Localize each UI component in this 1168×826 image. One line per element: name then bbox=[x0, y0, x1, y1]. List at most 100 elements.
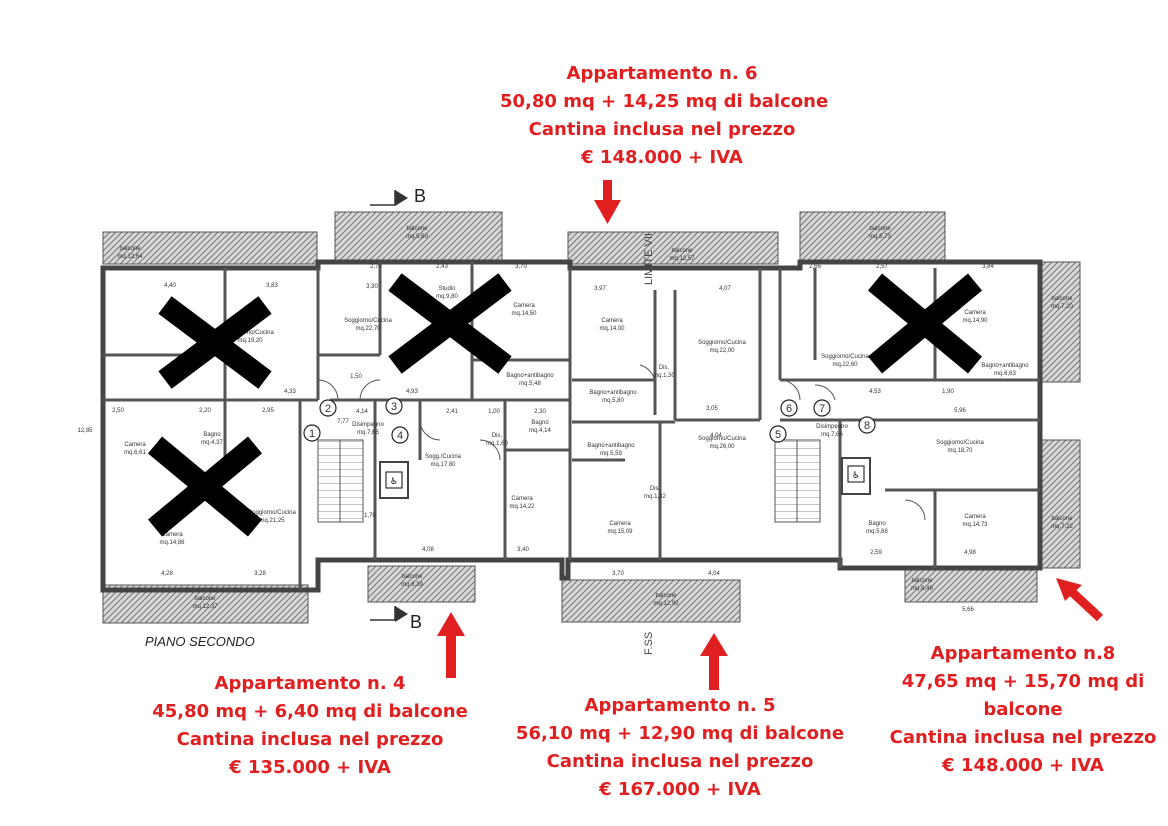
apartment-4-price: € 135.000 + IVA bbox=[229, 757, 391, 778]
apartment-5-title: Appartamento n. 5 bbox=[584, 695, 776, 716]
room-name: Bagno+antibagno bbox=[589, 390, 637, 396]
dimension-label: 2,20 bbox=[199, 408, 211, 414]
room-area: mq.6,63 bbox=[994, 371, 1016, 377]
dimension-label: 4,07 bbox=[719, 286, 731, 292]
room-area: mq.4,14 bbox=[529, 428, 551, 434]
section-marker-top: B bbox=[370, 186, 426, 206]
dimension-label: 1,00 bbox=[488, 409, 500, 415]
balcony-area: mq.7,20 bbox=[1051, 304, 1073, 310]
room-name: Sogg./Cucina bbox=[425, 454, 462, 460]
dimension-label: 2,59 bbox=[870, 550, 882, 556]
apartment-8-area-line2: balcone bbox=[983, 699, 1063, 720]
room-labels: Soggiorno/Cucinamq.19,20Studiomq.9,80Sog… bbox=[124, 286, 1029, 546]
dimension-label: 3,70 bbox=[515, 264, 527, 270]
dimension-label: 1,50 bbox=[350, 374, 362, 380]
apartment-6-callout: Appartamento n. 6 50,80 mq + 14,25 mq di… bbox=[500, 60, 829, 172]
balcony-area: mq.12,37 bbox=[192, 604, 218, 610]
room-name: Camera bbox=[513, 303, 535, 309]
balcony-area: mq.6,39 bbox=[401, 582, 423, 588]
dimension-label: 3,28 bbox=[254, 571, 266, 577]
room-area: mq.22,00 bbox=[709, 348, 735, 354]
dimension-label: 4,28 bbox=[161, 571, 173, 577]
unit-number: 8 bbox=[864, 420, 870, 432]
unit-number-marker: 7 bbox=[813, 399, 831, 417]
apartment-6-area: 50,80 mq + 14,25 mq di balcone bbox=[500, 91, 829, 112]
section-marker-bottom: B bbox=[370, 606, 422, 632]
dimension-label: 2,50 bbox=[112, 408, 124, 414]
room-area: mq.14,00 bbox=[599, 326, 625, 332]
balcony-area: mq.12,64 bbox=[117, 254, 143, 260]
balcony-right-bottom bbox=[1041, 439, 1081, 569]
dimension-label: 4,04 bbox=[708, 571, 720, 577]
room-name: Soggiorno/Cucina bbox=[344, 318, 392, 324]
apartment-5-area: 56,10 mq + 12,90 mq di balcone bbox=[515, 723, 845, 744]
room-name: Disimpegno bbox=[352, 422, 384, 428]
dimension-label: 1,90 bbox=[942, 389, 954, 395]
sold-cross-icon bbox=[867, 273, 983, 374]
room-area: mq.1,32 bbox=[644, 494, 666, 500]
limit-label-bottom: F.SS bbox=[643, 632, 655, 655]
dimension-label: 2,66 bbox=[809, 264, 821, 270]
room-area: mq.14,90 bbox=[962, 318, 988, 324]
unit-number: 4 bbox=[397, 430, 403, 442]
room-area: mq.5,59 bbox=[600, 451, 622, 457]
apartment-4-callout: Appartamento n. 4 45,80 mq + 6,40 mq di … bbox=[145, 670, 475, 782]
svg-text:♿: ♿ bbox=[390, 477, 398, 487]
dimension-label: 4,33 bbox=[284, 389, 296, 395]
section-mark-top: B bbox=[414, 186, 426, 206]
balcony-area: mq.12,57 bbox=[669, 256, 695, 262]
room-name: Bagno bbox=[531, 420, 549, 426]
unit-number: 2 bbox=[325, 403, 331, 415]
balcony-area: mq.9,60 bbox=[406, 234, 428, 240]
balcony-name: balcone bbox=[194, 596, 216, 602]
room-area: mq.5,80 bbox=[602, 398, 624, 404]
dimension-label: 3,83 bbox=[266, 283, 278, 289]
balcony-area: mq.8,73 bbox=[869, 234, 891, 240]
dimension-label: 4,04 bbox=[710, 433, 722, 439]
room-name: Camera bbox=[964, 310, 986, 316]
interior-walls bbox=[103, 262, 1040, 590]
room-name: Soggiorno/Cucina bbox=[248, 510, 296, 516]
dimension-label: 2,43 bbox=[436, 264, 448, 270]
dimension-label: 3,84 bbox=[982, 264, 994, 270]
stairs bbox=[317, 439, 821, 523]
unit-number-marker: 4 bbox=[391, 426, 409, 444]
balcony-name: balcone bbox=[671, 248, 693, 254]
sold-cross-icon bbox=[147, 436, 263, 537]
apartment-6-title: Appartamento n. 6 bbox=[566, 63, 758, 84]
balcony-labels: balcone mq.12,64 balcone mq.9,60 balcone mq.1… bbox=[117, 226, 1073, 610]
unit-number: 1 bbox=[309, 428, 315, 440]
balcony-right-top bbox=[1041, 261, 1081, 383]
balcony-top-1 bbox=[102, 231, 318, 265]
dimension-label: 3,70 bbox=[612, 571, 624, 577]
room-name: Soggiorno/Cucina bbox=[226, 330, 274, 336]
room-area: mq.26,00 bbox=[709, 444, 735, 450]
balcony-bottom-2 bbox=[367, 565, 476, 603]
room-area: mq.21,25 bbox=[259, 518, 285, 524]
unit-number: 7 bbox=[819, 403, 825, 415]
sold-cross-icon bbox=[388, 273, 512, 374]
unit-number: 6 bbox=[786, 403, 792, 415]
dimension-label: 4,40 bbox=[164, 283, 176, 289]
balcony-bottom-3 bbox=[561, 579, 741, 623]
balcony-name: balcone bbox=[655, 593, 677, 599]
balcony-top-2 bbox=[334, 211, 503, 265]
dimension-label: 2,30 bbox=[534, 409, 546, 415]
room-name: Soggiorno/Cucina bbox=[698, 436, 746, 442]
apartment-6-price: € 148.000 + IVA bbox=[581, 147, 743, 168]
balconies bbox=[102, 211, 1081, 624]
room-area: mq.18,70 bbox=[947, 448, 973, 454]
balcony-name: balcone bbox=[869, 226, 891, 232]
room-name: Bagno+antibagno bbox=[587, 443, 635, 449]
floor-label: PIANO SECONDO bbox=[145, 634, 255, 649]
balcony-area: mq.12,90 bbox=[653, 601, 679, 607]
apartment-5-callout: Appartamento n. 5 56,10 mq + 12,90 mq di… bbox=[510, 692, 850, 804]
balcony-area: mq.8,49 bbox=[911, 586, 933, 592]
room-area: mq.14,73 bbox=[962, 522, 988, 528]
unit-number-marker: 6 bbox=[780, 399, 798, 417]
room-name: Soggiorno/Cucina bbox=[698, 340, 746, 346]
room-name: Disimpegno bbox=[816, 424, 848, 430]
balcony-name: balcone bbox=[1051, 516, 1073, 522]
dimension-label: 5,66 bbox=[962, 607, 974, 613]
